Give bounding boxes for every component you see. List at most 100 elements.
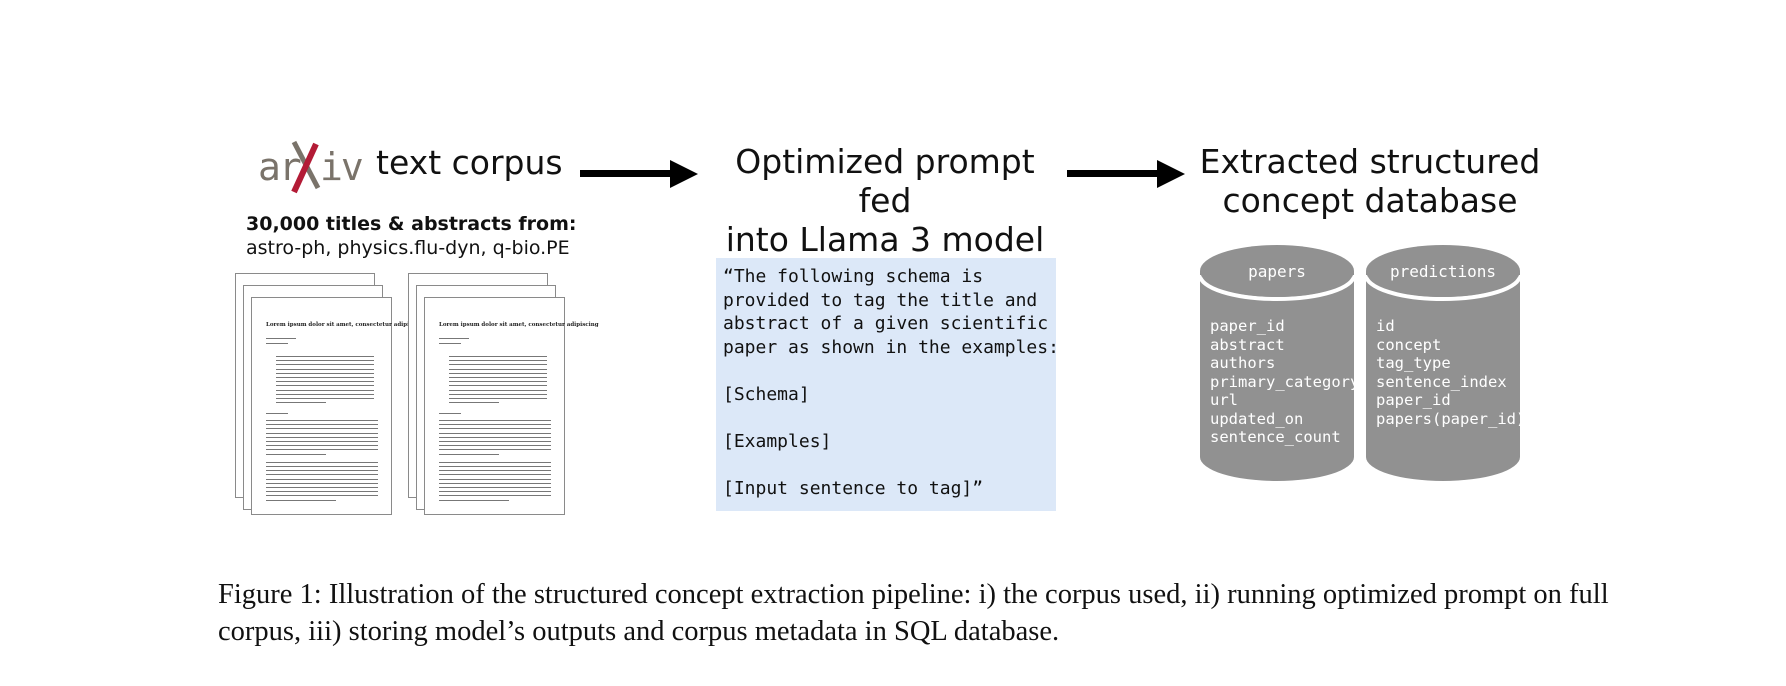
paper-text-line [439,495,551,497]
prompt-line [723,359,1049,383]
paper-text-line [449,402,499,404]
paper-text-line [439,432,551,434]
paper-text-line [439,449,551,451]
table-field: concept [1376,335,1442,354]
paper-text-line [439,470,551,472]
paper-text-line [266,470,378,472]
table-field: sentence_count [1210,428,1341,446]
paper-text-line [449,385,547,387]
paper-text-line [439,482,551,484]
arrow-right-icon [580,158,700,194]
prompt-line: [Examples] [723,430,832,452]
paper-text-line [266,441,378,442]
table-field: primary_category [1210,372,1360,391]
prompt-title-line: into Llama 3 model [725,220,1045,259]
paper-text-line [439,478,551,480]
svg-text:ar: ar [258,145,301,189]
prompt-line: [Input sentence to tag]” [723,477,984,499]
paper-text-line [439,453,499,455]
arrow-right-icon [1067,158,1187,194]
paper-text-line [266,487,378,488]
paper-text-line [439,461,551,463]
paper-text-line [266,432,378,434]
paper-text-line [276,398,374,399]
paper-text-line [276,381,374,383]
table-field: authors [1210,354,1276,372]
paper-text-line [439,436,551,438]
paper-text-line [266,491,378,493]
paper-text-line [276,368,374,370]
paper-text-line [439,491,551,493]
corpus-title: text corpus [376,143,563,182]
paper-text-line [439,466,551,467]
prompt-line: provided to tag the title and [723,289,1038,311]
table-field: abstract [1210,335,1285,354]
paper-text-line [266,499,336,501]
paper-text-line [276,385,374,387]
database-title-line: Extracted structured [1199,142,1541,181]
paper-text-line [276,356,374,357]
paper-text-line [449,372,547,374]
table-name-papers: papers [1248,262,1306,281]
paper-text-line [439,413,461,414]
paper-text-line [266,436,378,438]
paper-text-line [266,466,378,467]
paper-text-line [266,453,326,455]
corpus-categories: astro-ph, physics.flu-dyn, q-bio.PE [246,237,570,259]
paper-text-line [276,393,374,395]
table-field: updated_on [1210,409,1304,428]
paper-text-line [439,424,551,426]
paper-text-line [266,338,296,339]
paper-text-line [266,424,378,426]
prompt-title: Optimized prompt fed into Llama 3 model [705,142,1065,259]
database-title: Extracted structured concept database [1190,142,1550,220]
paper-text-line [439,338,469,339]
paper-text-line [266,482,378,484]
paper-page-front: Lorem ipsum dolor sit amet, consectetur … [424,297,599,515]
paper-text-line [439,487,551,488]
table-field: paper_id [1376,391,1451,409]
paper-text-line [439,428,551,430]
paper-text-line [266,428,378,430]
prompt-line: “The following schema is [723,266,984,287]
paper-text-line [276,360,374,362]
paper-text-line [266,495,378,497]
table-name-predictions: predictions [1390,262,1496,281]
paper-text-line [449,368,547,370]
paper-text-line [266,445,378,447]
table-field: paper_id [1210,317,1285,335]
table-field: sentence_index [1376,372,1507,391]
paper-text-line [449,398,547,399]
paper-text-line [439,441,551,442]
paper-text-line [449,360,547,362]
prompt-line [723,453,1049,477]
arxiv-logo: ar iv [256,138,372,194]
table-field: id [1376,317,1395,335]
table-field: url [1210,391,1238,409]
paper-title: Lorem ipsum dolor sit amet, consectetur … [439,322,599,328]
paper-text-line [439,499,509,501]
prompt-line: abstract of a given scientific [723,313,1049,334]
paper-title: Lorem ipsum dolor sit amet, consectetur … [266,322,426,328]
paper-text-line [276,389,374,391]
paper-text-line [266,478,378,480]
corpus-subtitle: 30,000 titles & abstracts from: [246,213,577,235]
table-field: tag_type [1376,354,1451,372]
prompt-title-line: Optimized prompt fed [735,142,1035,220]
figure-caption: Figure 1: Illustration of the structured… [218,579,1609,647]
table-field: papers(paper_id) [1376,409,1526,428]
paper-text-line [266,420,378,421]
paper-text-line [276,402,326,404]
svg-text:iv: iv [320,145,363,189]
paper-text-line [439,343,461,344]
prompt-line: [Schema] [723,383,810,405]
prompt-text-box: “The following schema is provided to tag… [716,258,1059,511]
paper-text-line [449,393,547,395]
database-cylinder-icon [1364,245,1522,489]
paper-text-line [449,356,547,357]
paper-text-line [266,413,288,414]
paper-text-line [439,474,551,476]
paper-text-line [276,377,374,378]
paper-text-line [449,377,547,378]
paper-text-line [266,343,288,344]
